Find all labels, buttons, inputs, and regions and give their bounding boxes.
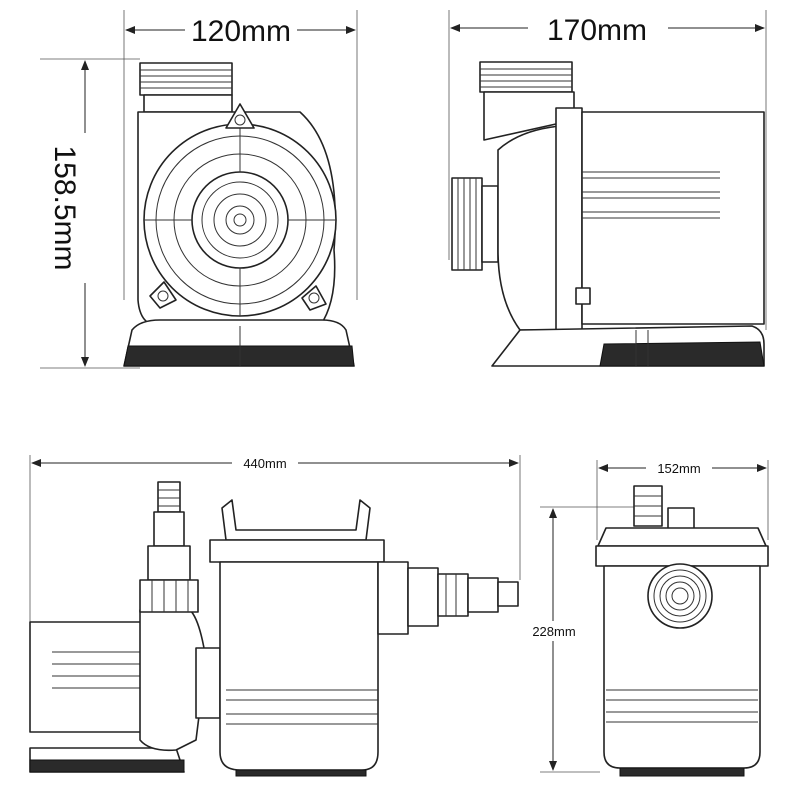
pump-filter-assembly-side-view — [29, 455, 521, 777]
side-length-label: 170mm — [547, 14, 647, 47]
filter-height-label: 228mm — [532, 624, 575, 639]
front-height-label: 158.5mm — [48, 145, 81, 270]
pump-side-view — [448, 10, 767, 367]
front-width-label: 120mm — [191, 15, 291, 48]
filter-width-label: 152mm — [657, 461, 700, 476]
assembly-length-label: 440mm — [243, 456, 286, 471]
pump-front-view — [40, 10, 358, 369]
filter-front-view — [540, 460, 769, 777]
